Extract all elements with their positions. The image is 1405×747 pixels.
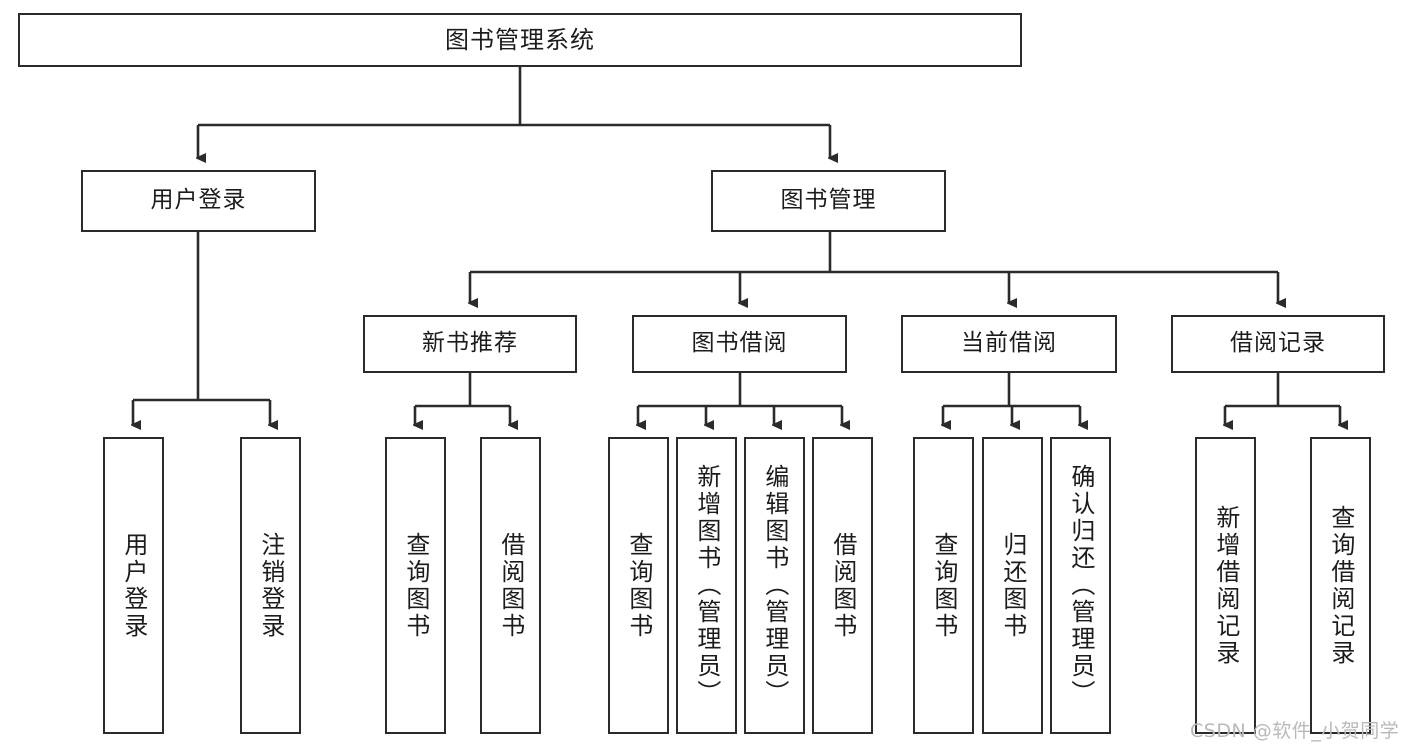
leaf-add-book[interactable]: 新增图书（管理员） (676, 437, 737, 734)
leaf-add-record[interactable]: 新增借阅记录 (1195, 437, 1256, 734)
leaf-edit-book[interactable]: 编辑图书（管理员） (744, 437, 805, 734)
leaf-logout[interactable]: 注销登录 (240, 437, 301, 734)
node-current-borrow[interactable]: 当前借阅 (901, 315, 1117, 373)
node-user-login[interactable]: 用户登录 (81, 170, 316, 232)
leaf-confirm-return[interactable]: 确认归还（管理员） (1050, 437, 1111, 734)
leaf-return-book[interactable]: 归还图书 (982, 437, 1043, 734)
leaf-query-book-1[interactable]: 查询图书 (385, 437, 446, 734)
leaf-borrow-book-2[interactable]: 借阅图书 (812, 437, 873, 734)
leaf-borrow-book-1[interactable]: 借阅图书 (480, 437, 541, 734)
node-borrow-record[interactable]: 借阅记录 (1171, 315, 1385, 373)
leaf-query-record[interactable]: 查询借阅记录 (1310, 437, 1371, 734)
node-book-manage[interactable]: 图书管理 (711, 170, 946, 232)
leaf-query-book-2[interactable]: 查询图书 (608, 437, 669, 734)
leaf-user-login[interactable]: 用户登录 (103, 437, 164, 734)
node-new-book-rec[interactable]: 新书推荐 (363, 315, 577, 373)
csdn-watermark: CSDN @软件_小贺同学 (1190, 720, 1400, 742)
node-root[interactable]: 图书管理系统 (18, 13, 1022, 67)
node-book-borrow[interactable]: 图书借阅 (632, 315, 847, 373)
leaf-query-book-3[interactable]: 查询图书 (913, 437, 974, 734)
